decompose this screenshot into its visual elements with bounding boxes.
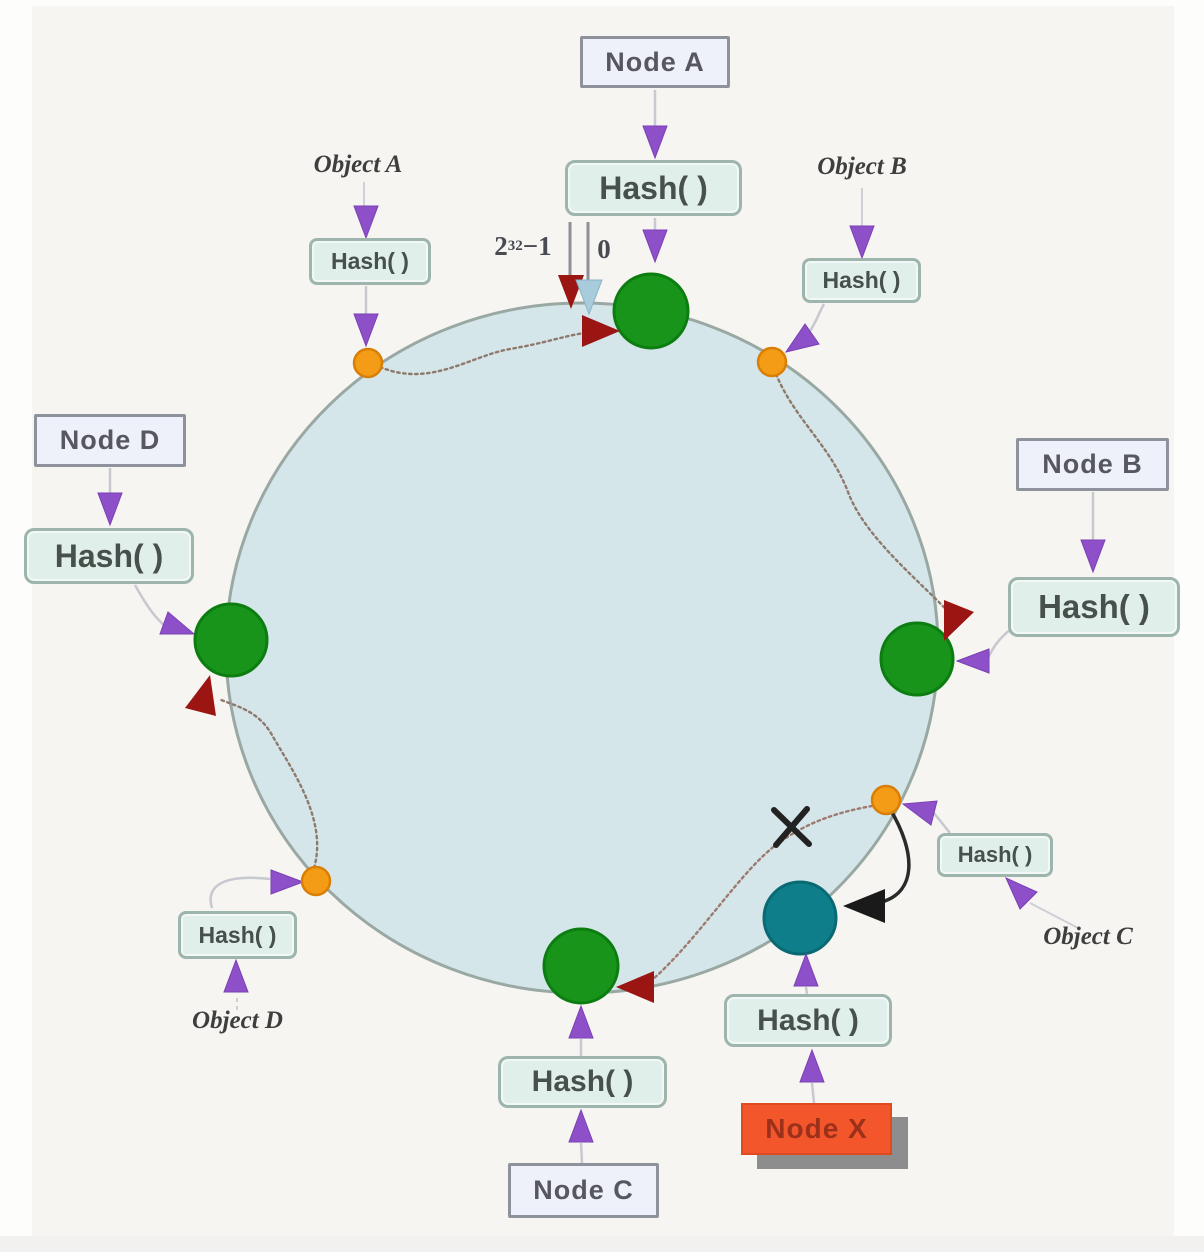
hash-box-object-d: Hash( ) [178, 911, 297, 959]
arrow-node-a-to-hash [642, 125, 668, 160]
object-d-dot [300, 865, 332, 897]
arrow-hash-to-object-b-dot [784, 323, 820, 353]
node-d-circle [193, 602, 269, 678]
node-d-label-box: Node D [34, 414, 186, 467]
node-x-circle [762, 880, 838, 956]
mapping-path-object-d-to-node-d [217, 697, 319, 870]
connector-hash-to-node-x-circle [804, 986, 809, 995]
arrow-node-c-to-hash [568, 1108, 594, 1143]
arrow-object-a-to-hash [353, 205, 379, 240]
wrap-max-exponent: 32 [507, 237, 523, 254]
hash-ring-circle [224, 301, 940, 995]
arrow-hash-to-object-a-dot [353, 313, 379, 348]
arrow-hash-to-node-b [955, 648, 990, 674]
hash-box-node-c: Hash( ) [498, 1056, 667, 1108]
object-c-text: Object C [1043, 923, 1133, 950]
object-b-text: Object B [817, 153, 907, 180]
hash-label: Hash( ) [957, 842, 1033, 867]
arrow-object-c-to-hash [1004, 876, 1038, 910]
hash-box-object-c: Hash( ) [937, 833, 1053, 877]
arrow-node-x-to-hash [799, 1048, 825, 1083]
arrow-node-d-to-hash [97, 492, 123, 527]
connector-hash-to-node-b-circle [986, 629, 1011, 659]
node-b-label: Node B [1042, 449, 1143, 479]
hash-box-object-a: Hash( ) [309, 238, 431, 285]
node-a-label: Node A [605, 46, 705, 77]
wrap-zero-text: 0 [597, 233, 611, 264]
node-a-circle [612, 272, 690, 350]
hash-box-node-a: Hash( ) [565, 160, 742, 216]
wrap-zero-label: 0 [592, 232, 616, 266]
red-arrowhead-into-node-d [185, 675, 216, 716]
connector-node-x-to-hash [810, 1082, 816, 1104]
hash-label: Hash( ) [822, 267, 901, 293]
object-a-dot [352, 347, 384, 379]
red-arrowhead-into-node-c [616, 971, 654, 1003]
hash-label: Hash( ) [331, 248, 409, 274]
node-b-label-box: Node B [1016, 438, 1169, 491]
object-a-text: Object A [313, 151, 403, 178]
wrap-max-base: 2 [494, 230, 508, 261]
node-x-label-box: Node X [741, 1103, 892, 1155]
arrow-node-b-to-hash [1080, 539, 1106, 574]
object-c-dot [870, 784, 902, 816]
node-d-label: Node D [59, 425, 161, 455]
arrow-object-d-to-hash [223, 958, 249, 993]
purple-arrows [97, 125, 1106, 1143]
red-arrowhead-into-node-b [944, 600, 974, 641]
arrow-hash-to-object-d-dot [270, 869, 305, 895]
connector-object-c-to-hash [1029, 902, 1079, 929]
wrap-marker-blue-arrowhead [575, 279, 603, 316]
wrap-max-suffix: −1 [522, 230, 552, 261]
hash-box-node-d: Hash( ) [24, 528, 194, 584]
arrow-hash-to-node-a [642, 229, 668, 264]
object-b-dot [756, 346, 788, 378]
bottom-frame-strip [0, 1236, 1204, 1252]
hash-box-node-b: Hash( ) [1008, 577, 1180, 637]
arrow-hash-to-node-x [793, 952, 819, 987]
node-a-label-box: Node A [580, 36, 730, 88]
mapping-path-object-b-to-node-b [774, 372, 960, 624]
arrow-hash-to-node-c [568, 1004, 594, 1039]
object-d-text: Object D [192, 1007, 283, 1034]
black-arrowhead-into-node-x [843, 889, 885, 923]
hash-label: Hash( ) [1038, 588, 1150, 625]
hash-label: Hash( ) [54, 537, 164, 574]
node-c-label-box: Node C [508, 1163, 659, 1218]
node-x-label: Node X [765, 1113, 868, 1144]
arrow-hash-to-object-c-dot [901, 800, 938, 826]
object-b-label: Object B [802, 152, 922, 182]
removed-mapping-x-icon [771, 806, 812, 848]
red-arrowhead-into-node-a [582, 315, 620, 347]
object-d-label: Object D [175, 1006, 300, 1036]
arrow-hash-to-node-d [159, 611, 196, 635]
hash-label: Hash( ) [198, 921, 277, 948]
object-c-label: Object C [1028, 922, 1148, 952]
connector-node-c-to-hash [579, 1142, 584, 1164]
node-c-circle [542, 927, 620, 1005]
hash-box-node-x: Hash( ) [724, 994, 892, 1047]
remap-curve-object-c-to-node-x [877, 808, 911, 905]
hash-label: Hash( ) [531, 1065, 634, 1098]
node-c-label: Node C [533, 1175, 634, 1205]
connector-hash-to-object-d-dot [209, 876, 271, 909]
hash-label: Hash( ) [757, 1003, 859, 1037]
hash-label: Hash( ) [599, 169, 708, 206]
node-b-circle [879, 621, 955, 697]
mapping-path-object-a-to-node-a [378, 331, 586, 376]
connector-hash-to-node-d-circle [133, 584, 166, 627]
hash-box-object-b: Hash( ) [802, 258, 921, 303]
arrow-object-b-to-hash [849, 225, 875, 260]
object-a-label: Object A [298, 150, 418, 180]
connector-hash-to-object-b-dot [808, 303, 826, 332]
